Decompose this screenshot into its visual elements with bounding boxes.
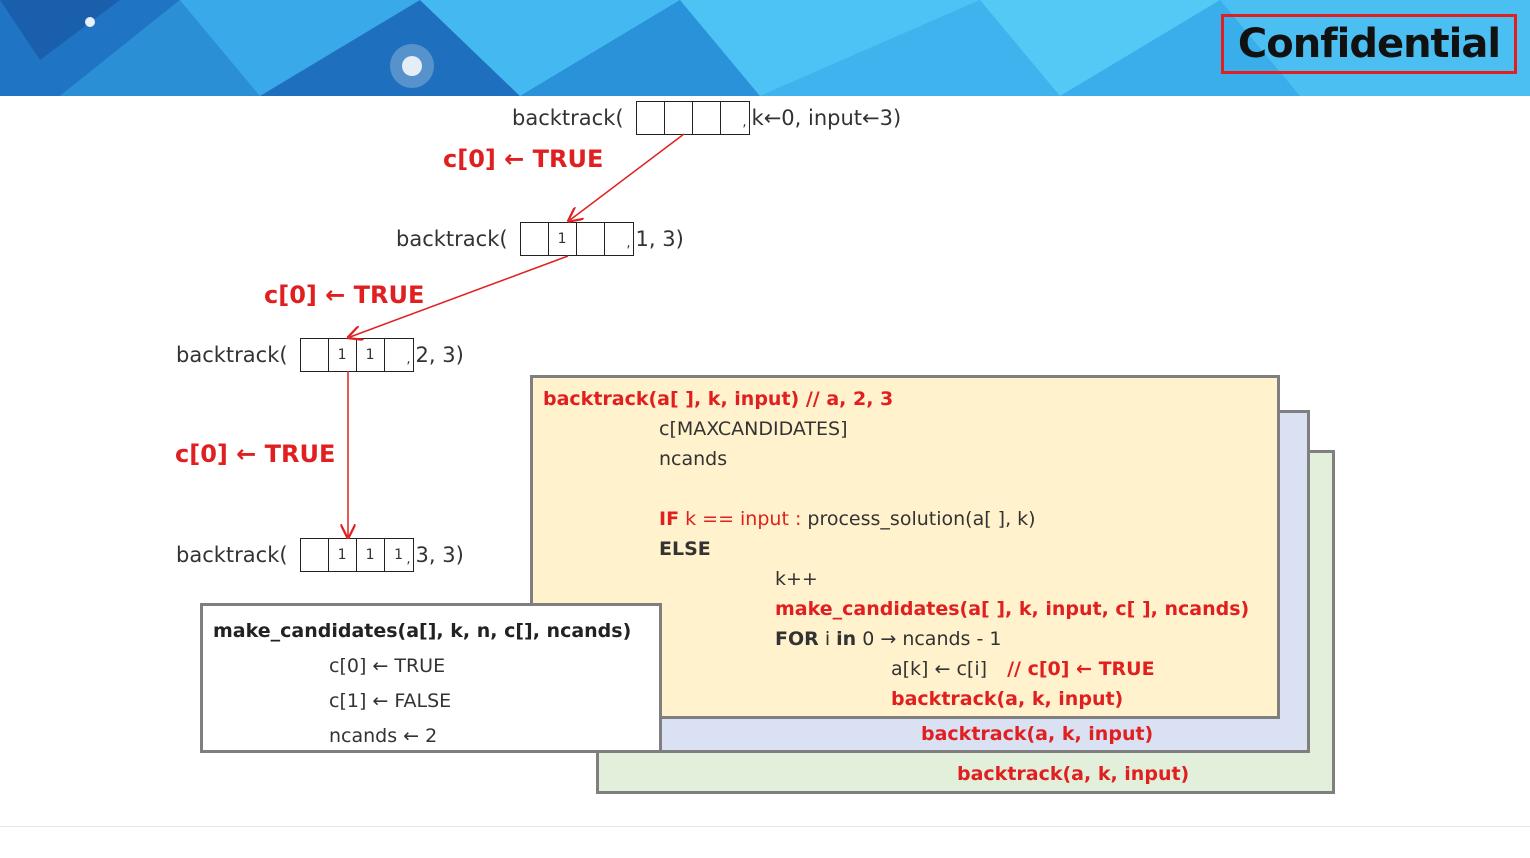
array-cell: 1 [329, 339, 357, 371]
array-cell: 1 [357, 339, 385, 371]
call-suffix: 2, 3) [415, 343, 464, 367]
call-suffix: 1, 3) [635, 227, 684, 251]
array-cell: 1 [549, 223, 577, 255]
green-recurse-line: backtrack(a, k, input) [957, 763, 1190, 785]
call-level-2: backtrack( 1 1 , 2, 3) [176, 338, 464, 372]
footer-divider [0, 826, 1530, 827]
code-line-increment: k++ [775, 568, 818, 590]
array-cell [301, 339, 329, 371]
code-line-else: ELSE [659, 538, 711, 560]
array-cell [693, 102, 721, 134]
make-line-2: c[1] ← FALSE [329, 690, 452, 712]
array-cell: 1 [329, 539, 357, 571]
code-line-make-candidates: make_candidates(a[ ], k, input, c[ ], nc… [775, 598, 1250, 620]
make-signature: make_candidates(a[], k, n, c[], ncands) [213, 620, 632, 642]
call-prefix: backtrack( [176, 543, 288, 567]
edge-label-3: c[0] ← TRUE [175, 440, 336, 468]
call-suffix: 3, 3) [415, 543, 464, 567]
edge-label-1: c[0] ← TRUE [443, 145, 604, 173]
array-cell: , [742, 115, 747, 130]
make-line-3: ncands ← 2 [329, 725, 438, 747]
code-line-recurse: backtrack(a, k, input) [891, 688, 1124, 710]
array-cell: 1, [394, 547, 411, 567]
call-level-1: backtrack( 1 , 1, 3) [396, 222, 684, 256]
call-prefix: backtrack( [512, 106, 624, 130]
array-cell [521, 223, 549, 255]
make-candidates-box: make_candidates(a[], k, n, c[], ncands) … [200, 603, 662, 753]
blue-recurse-line: backtrack(a, k, input) [921, 723, 1154, 745]
array-cell: , [406, 352, 411, 367]
array-cell [577, 223, 605, 255]
header-banner: Confidential [0, 0, 1530, 96]
code-line-candidates: c[MAXCANDIDATES] [659, 418, 848, 440]
edge-arrow-1 [570, 133, 685, 220]
call-level-3: backtrack( 1 1 1, 3, 3) [176, 538, 464, 572]
call-suffix: k←0, input←3) [751, 106, 902, 130]
array-cells: 1 1 1, [299, 538, 414, 572]
edge-label-2: c[0] ← TRUE [264, 281, 425, 309]
confidential-badge: Confidential [1221, 14, 1517, 74]
call-prefix: backtrack( [396, 227, 508, 251]
edge-arrow-2 [350, 255, 569, 337]
stack-frame-card-1: backtrack(a[ ], k, input) // a, 2, 3 c[M… [530, 375, 1280, 719]
code-line-assign: a[k] ← c[i] // c[0] ← TRUE [891, 658, 1155, 680]
code-line-for: FOR i in 0 → ncands - 1 [775, 628, 1002, 650]
call-prefix: backtrack( [176, 343, 288, 367]
code-line-if: IF k == input : process_solution(a[ ], k… [659, 508, 1036, 530]
array-cell [665, 102, 693, 134]
array-cell: , [626, 236, 631, 251]
code-signature: backtrack(a[ ], k, input) // a, 2, 3 [543, 388, 894, 410]
code-line-ncands: ncands [659, 448, 728, 470]
array-cell [637, 102, 665, 134]
call-level-0: backtrack( , k←0, input←3) [512, 101, 901, 135]
make-line-1: c[0] ← TRUE [329, 655, 446, 677]
array-cell: 1 [357, 539, 385, 571]
array-cell [301, 539, 329, 571]
array-cells: , [635, 101, 750, 135]
